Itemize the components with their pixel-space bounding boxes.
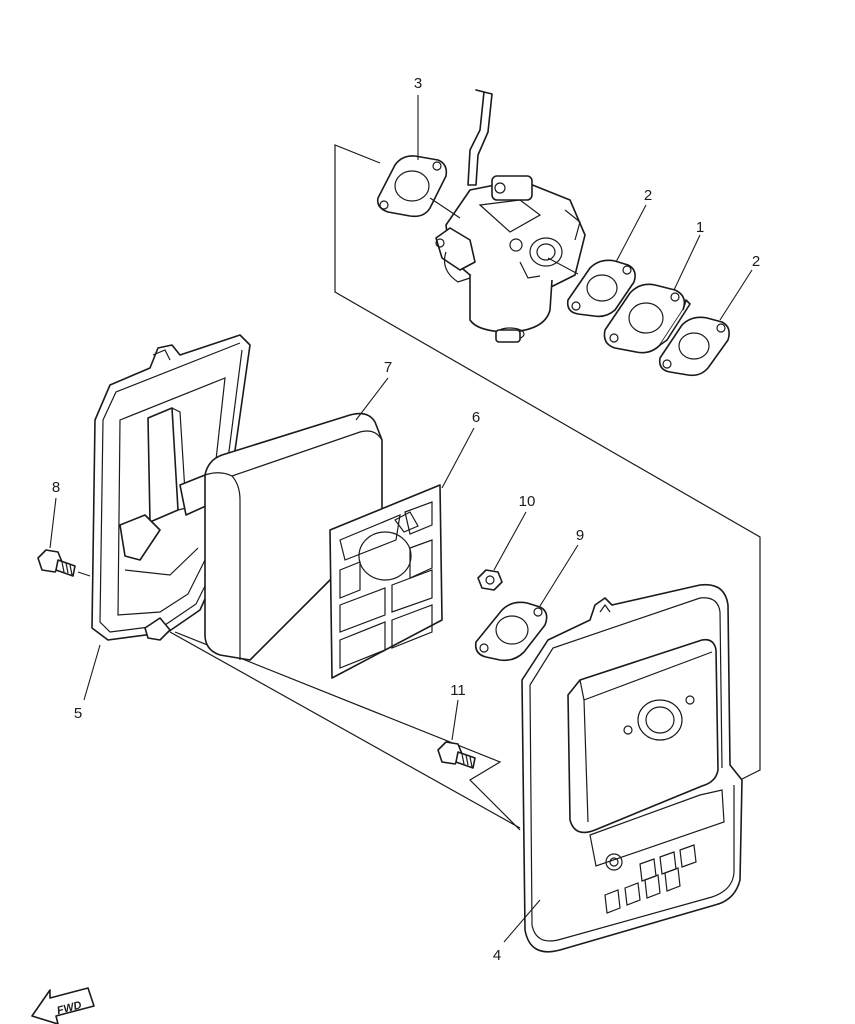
callout-5: 5 xyxy=(74,705,82,722)
part-1-insulator xyxy=(603,283,691,354)
part-11-bolt xyxy=(437,741,476,769)
callout-4: 4 xyxy=(493,947,501,964)
part-2-gasket-upper xyxy=(566,259,636,318)
part-7-filter-element xyxy=(204,412,383,661)
callout-2-lower: 2 xyxy=(752,253,760,270)
callout-1: 1 xyxy=(696,219,704,236)
part-10-nut xyxy=(477,569,503,591)
part-3-gasket xyxy=(376,155,448,218)
callout-labels: 1 2 2 3 4 5 6 7 8 9 10 11 xyxy=(52,75,760,964)
callout-3: 3 xyxy=(414,75,422,92)
assembly-frame-lines xyxy=(169,144,761,831)
leader-lines xyxy=(49,95,753,943)
part-8-bolt xyxy=(37,549,91,577)
part-4-muffler xyxy=(521,583,743,953)
callout-9: 9 xyxy=(576,527,584,544)
callout-10: 10 xyxy=(519,493,536,510)
callout-6: 6 xyxy=(472,409,480,426)
part-2-gasket-lower xyxy=(658,316,730,377)
part-9-gasket xyxy=(474,601,548,662)
callout-7: 7 xyxy=(384,359,392,376)
callout-8: 8 xyxy=(52,479,60,496)
carburetor-assembly xyxy=(435,89,586,343)
fwd-direction-marker: FWD xyxy=(31,987,95,1024)
callout-2-upper: 2 xyxy=(644,187,652,204)
part-6-filter-screen xyxy=(329,484,443,679)
callout-11: 11 xyxy=(450,682,466,699)
